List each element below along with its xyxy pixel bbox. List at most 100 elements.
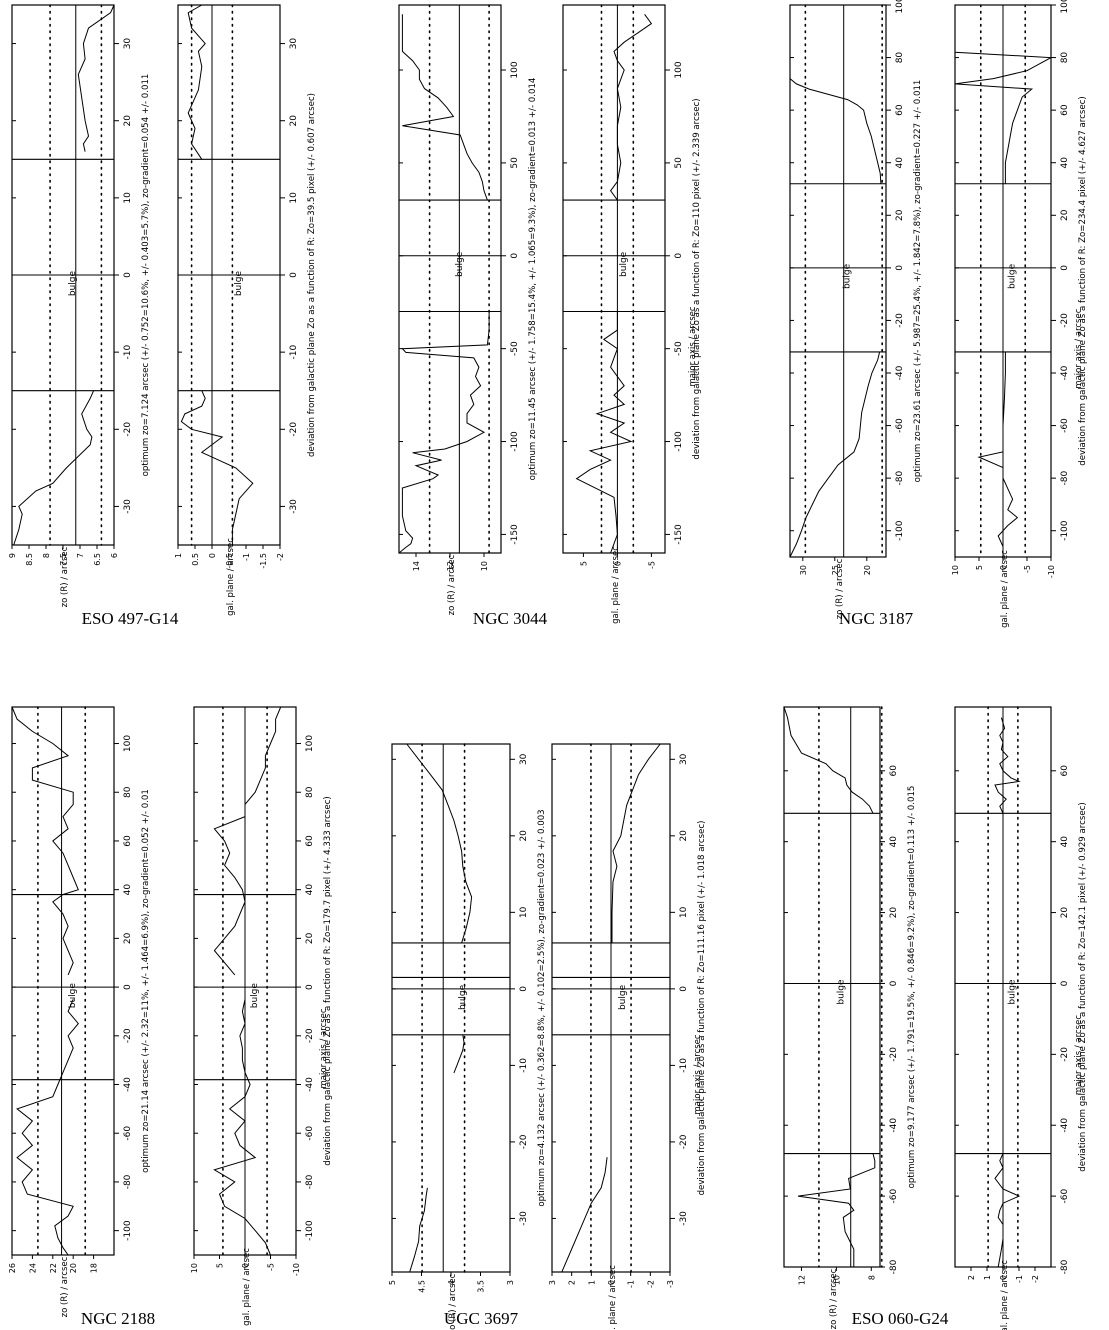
y-tick-label: 5 (975, 565, 984, 570)
y-tick-label: 0 (241, 1263, 250, 1268)
data-series-2 (213, 706, 282, 976)
x-tick-label: -20 (1060, 313, 1070, 328)
x-tick-label: 0 (123, 272, 133, 278)
y-tick-label: 4 (447, 1280, 456, 1285)
chart-title: deviation from galactic plane Zo as a fu… (1078, 802, 1088, 1171)
caption-eso-060-g24: ESO 060-G24 (851, 1309, 949, 1328)
x-tick-label: 30 (123, 38, 133, 50)
bulge-label: bulge (68, 983, 78, 1009)
y-axis-label: gal. plane / arcsec (1000, 550, 1010, 628)
data-series-1 (398, 311, 490, 554)
x-tick-label: -20 (123, 422, 133, 437)
y-tick-label: -0.5 (225, 553, 234, 569)
data-series-1 (213, 999, 271, 1256)
x-tick-label: 20 (895, 209, 905, 221)
chart-title: optimum zo=4.132 arcsec (+/- 0.362=8.8%,… (537, 809, 547, 1206)
y-tick-label: 6.5 (93, 553, 102, 566)
chart-title: deviation from galactic plane Zo as a fu… (323, 796, 333, 1165)
bulge-label: bulge (1008, 263, 1018, 289)
x-tick-label: 80 (895, 52, 905, 64)
x-tick-label: -30 (289, 499, 299, 514)
chart-title: optimum zo=7.124 arcsec (+/- 0.752=10.6%… (141, 74, 151, 477)
x-tick-label: 100 (895, 0, 905, 14)
bulge-label: bulge (455, 251, 465, 277)
x-tick-label: 20 (123, 932, 133, 944)
chart-title: optimum zo=11.45 arcsec (+/- 1.758=15.4%… (528, 78, 538, 481)
x-tick-label: -100 (305, 1220, 315, 1241)
y-tick-label: 22 (49, 1263, 58, 1273)
chart-title: optimum zo=23.61 arcsec (+/- 5.987=25.4%… (913, 80, 923, 483)
y-tick-label: 18 (90, 1263, 99, 1273)
x-tick-label: -50 (510, 341, 520, 356)
y-tick-label: 7.5 (59, 553, 68, 566)
y-axis-label: zo (R) / arcsec (447, 554, 457, 615)
y-axis-label: zo (R) / arcsec (448, 1273, 458, 1330)
x-tick-label: -10 (519, 1058, 529, 1073)
y-tick-label: 25 (831, 565, 840, 575)
bulge-label: bulge (843, 263, 853, 289)
y-axis-label: gal. plane / arcsec (1000, 1260, 1010, 1330)
x-tick-label: 60 (1060, 765, 1070, 777)
x-tick-label: 20 (1060, 907, 1070, 919)
data-series-2 (783, 706, 874, 814)
y-tick-label: 2 (568, 1280, 577, 1285)
x-tick-label: -80 (889, 1259, 899, 1274)
x-tick-label: 30 (679, 753, 689, 765)
x-axis-label: major axis / arcsec (319, 1008, 329, 1088)
x-tick-label: 10 (123, 192, 133, 204)
plot-frame (11, 706, 115, 1256)
x-tick-label: 40 (305, 884, 315, 896)
y-tick-label: 10 (951, 565, 960, 575)
caption-ngc-2188: NGC 2188 (80, 1309, 156, 1328)
caption-ngc-3187: NGC 3187 (838, 609, 914, 628)
x-tick-label: -20 (123, 1028, 133, 1043)
y-tick-label: 0 (613, 561, 622, 566)
y-axis-label: gal. plane / arcsec (611, 546, 621, 624)
x-tick-label: -100 (895, 520, 905, 541)
x-tick-label: -80 (1060, 1259, 1070, 1274)
y-tick-label: 3 (548, 1280, 557, 1285)
bulge-label: bulge (68, 271, 78, 297)
y-tick-label: 10 (480, 561, 489, 571)
y-tick-label: 30 (799, 565, 808, 575)
plot-frame (391, 743, 511, 1273)
data-series-2 (994, 717, 1021, 814)
y-tick-label: 0.5 (191, 553, 200, 566)
y-tick-label: 26 (8, 1263, 17, 1273)
y-tick-label: 7 (76, 553, 85, 558)
x-tick-label: 20 (519, 830, 529, 842)
x-tick-label: -80 (305, 1174, 315, 1189)
x-axis-label: major axis / arcsec (1074, 1015, 1084, 1095)
data-series-2 (77, 4, 115, 152)
x-tick-label: 60 (889, 765, 899, 777)
x-tick-label: -30 (519, 1211, 529, 1226)
x-tick-label: -60 (895, 418, 905, 433)
x-axis-label: major axis / arcsec (688, 306, 698, 386)
x-tick-label: 20 (305, 932, 315, 944)
x-tick-label: 20 (1060, 209, 1070, 221)
x-tick-label: -100 (1060, 520, 1070, 541)
y-tick-label: 1 (174, 553, 183, 558)
data-series-2 (789, 5, 882, 184)
x-tick-label: 60 (1060, 104, 1070, 116)
x-tick-label: 80 (305, 786, 315, 798)
y-tick-label: 9 (8, 553, 17, 558)
x-tick-label: 0 (895, 265, 905, 271)
x-tick-label: -30 (679, 1211, 689, 1226)
x-tick-label: 50 (674, 157, 684, 169)
x-tick-label: 0 (674, 253, 684, 259)
x-tick-label: -20 (1060, 1047, 1070, 1062)
data-series-1 (575, 311, 633, 554)
x-tick-label: 20 (679, 830, 689, 842)
y-tick-label: 10 (832, 1275, 841, 1285)
y-tick-label: -5 (1023, 565, 1032, 573)
plot-frame (783, 706, 881, 1268)
y-tick-label: 4.5 (418, 1280, 427, 1293)
y-tick-label: 0 (607, 1280, 616, 1285)
data-series-3 (406, 743, 473, 944)
